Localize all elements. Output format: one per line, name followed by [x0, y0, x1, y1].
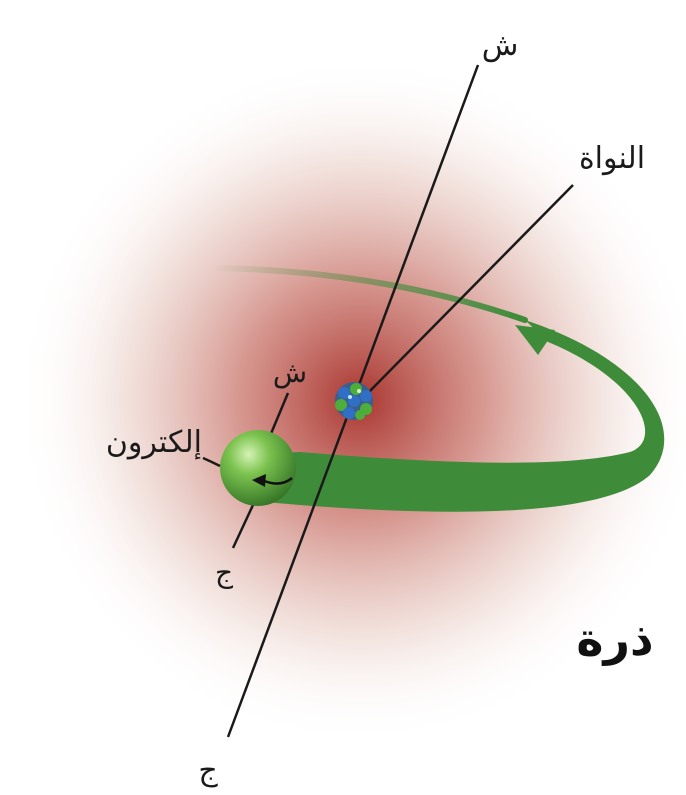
nucleus-pointer-line	[364, 184, 574, 397]
electron-pointer-line	[202, 456, 221, 468]
atom-axis-south-label: ج	[198, 753, 218, 788]
electron-axis-lower	[231, 504, 255, 549]
electron-axis-south-label: ج	[215, 556, 234, 590]
orbit-arrowhead-icon	[515, 325, 555, 355]
atom-axis-north-label: ش	[482, 28, 519, 63]
spin-arrow-icon	[252, 474, 293, 487]
orbit-path	[207, 265, 665, 512]
electron-axis-north-label: ش	[273, 356, 307, 389]
nucleus-icon	[335, 382, 373, 420]
nucleus-label: النواة	[579, 141, 645, 176]
atom-title: ذرة	[576, 612, 653, 666]
electron-axis-upper	[268, 392, 290, 437]
electron-label: إلكترون	[106, 425, 202, 460]
electron-sphere-icon	[220, 430, 296, 506]
